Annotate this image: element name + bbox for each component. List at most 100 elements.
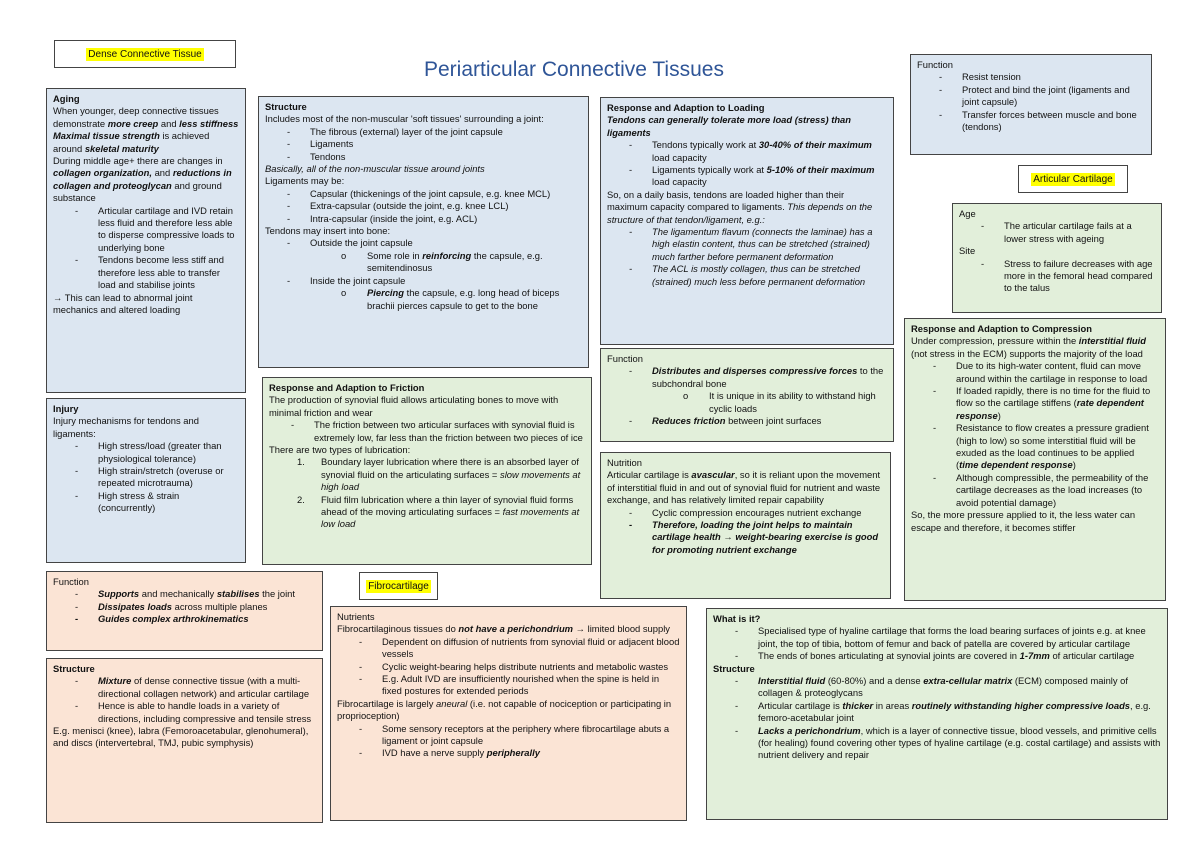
list-item: Lacks a perichondrium, which is a layer … bbox=[713, 725, 1161, 762]
list-item: High stress & strain (concurrently) bbox=[53, 490, 239, 515]
list-item: Transfer forces between muscle and bone … bbox=[917, 109, 1145, 134]
list-item: Ligaments bbox=[265, 138, 582, 151]
section-title: Nutrients bbox=[337, 611, 375, 622]
list-item: High strain/stretch (overuse or repeated… bbox=[53, 465, 239, 490]
section-title: Structure bbox=[713, 662, 755, 674]
paragraph: Tendons can generally tolerate more load… bbox=[607, 114, 851, 138]
section-title: Function bbox=[53, 576, 89, 587]
list-item: Specialised type of hyaline cartilage th… bbox=[713, 625, 1161, 650]
sub-list-item: Piercing the capsule, e.g. long head of … bbox=[265, 287, 582, 312]
list-item: Cyclic weight-bearing helps distribute n… bbox=[337, 661, 680, 674]
list-item: Dissipates loads across multiple planes bbox=[53, 601, 316, 614]
numbered-item: 1.Boundary layer lubrication where there… bbox=[297, 456, 581, 493]
list-item: Resist tension bbox=[917, 71, 1145, 84]
sub-list-item: Some role in reinforcing the capsule, e.… bbox=[265, 250, 582, 275]
paragraph: When younger, deep connective tissues de… bbox=[53, 105, 239, 129]
label-text: Dense Connective Tissue bbox=[86, 47, 204, 61]
list-item: Dependent on diffusion of nutrients from… bbox=[337, 636, 680, 661]
section-title: Structure bbox=[265, 101, 307, 112]
list-item: Due to its high-water content, fluid can… bbox=[911, 360, 1159, 385]
paragraph: Fibrocartilage is largely aneural (i.e. … bbox=[337, 697, 672, 722]
list-item: Extra-capsular (outside the joint, e.g. … bbox=[265, 200, 582, 213]
section-title: What is it? bbox=[713, 613, 761, 624]
page-title: Periarticular Connective Tissues bbox=[424, 58, 724, 81]
paragraph: Basically, all of the non-muscular tissu… bbox=[265, 163, 485, 175]
list-item: Intra-capsular (inside the joint, e.g. A… bbox=[265, 213, 582, 226]
list-item: Capsular (thickenings of the joint capsu… bbox=[265, 188, 582, 201]
paragraph: Under compression, pressure within the i… bbox=[911, 335, 1146, 359]
paragraph: → This can lead to abnormal joint mechan… bbox=[53, 291, 193, 315]
list-item: Stress to failure decreases with age mor… bbox=[959, 258, 1155, 295]
section-title: Response and Adaption to Friction bbox=[269, 382, 425, 393]
list-item: E.g. Adult IVD are insufficiently nouris… bbox=[337, 673, 680, 698]
list-item: Although compressible, the permeability … bbox=[911, 472, 1159, 509]
section-title: Function bbox=[607, 353, 643, 364]
paragraph: So, on a daily basis, tendons are loaded… bbox=[607, 188, 873, 225]
what-is-it-box: What is it? Specialised type of hyaline … bbox=[706, 608, 1168, 820]
paragraph: During middle age+ there are changes in … bbox=[53, 155, 232, 204]
numbered-item: 2.Fluid film lubrication where a thin la… bbox=[297, 493, 580, 530]
section-title: Response and Adaption to Compression bbox=[911, 323, 1092, 334]
list-item: Tendons typically work at 30-40% of thei… bbox=[607, 139, 887, 164]
list-item: Interstitial fluid (60-80%) and a dense … bbox=[713, 675, 1161, 700]
structure-dense-box: Structure Includes most of the non-muscu… bbox=[258, 96, 589, 368]
nutrients-box: Nutrients Fibrocartilaginous tissues do … bbox=[330, 606, 687, 821]
compression-box: Response and Adaption to Compression Und… bbox=[904, 318, 1166, 601]
paragraph: Tendons may insert into bone: bbox=[265, 225, 391, 237]
list-item: The ligamentum flavum (connects the lami… bbox=[607, 226, 887, 263]
section-title: Aging bbox=[53, 93, 80, 104]
aging-box: Aging When younger, deep connective tiss… bbox=[46, 88, 246, 393]
list-item: If loaded rapidly, there is no time for … bbox=[911, 385, 1159, 422]
list-item: Articular cartilage is thicker in areas … bbox=[713, 700, 1161, 725]
list-item: The ends of bones articulating at synovi… bbox=[713, 650, 1161, 663]
paragraph: Articular cartilage is avascular, so it … bbox=[607, 469, 881, 506]
list-item: Tendons become less stiff and therefore … bbox=[53, 254, 239, 291]
function-cartilage-box: Function Distributes and disperses compr… bbox=[600, 348, 894, 442]
list-item: Therefore, loading the joint helps to ma… bbox=[607, 519, 884, 556]
list-item: Distributes and disperses compressive fo… bbox=[607, 365, 887, 390]
list-item: IVD have a nerve supply peripherally bbox=[337, 747, 680, 760]
function-dense-box: Function Resist tension Protect and bind… bbox=[910, 54, 1152, 155]
paragraph: Includes most of the non-muscular 'soft … bbox=[265, 113, 544, 125]
paragraph: Fibrocartilaginous tissues do not have a… bbox=[337, 623, 670, 635]
paragraph: Maximal tissue strength is achieved arou… bbox=[53, 130, 210, 154]
list-item: Inside the joint capsule bbox=[265, 275, 582, 288]
paragraph: E.g. menisci (knee), labra (Femoroacetab… bbox=[53, 725, 309, 749]
age-site-box: Age The articular cartilage fails at a l… bbox=[952, 203, 1162, 313]
list-item: Hence is able to handle loads in a varie… bbox=[53, 700, 316, 725]
section-title: Site bbox=[959, 245, 976, 257]
section-title: Structure bbox=[53, 663, 95, 674]
list-item: Some sensory receptors at the periphery … bbox=[337, 723, 680, 748]
label-text: Articular Cartilage bbox=[1031, 172, 1115, 186]
list-item: Cyclic compression encourages nutrient e… bbox=[607, 507, 884, 520]
list-item: Reduces friction between joint surfaces bbox=[607, 415, 887, 428]
list-item: The friction between two articular surfa… bbox=[269, 419, 585, 444]
function-fibro-box: Function Supports and mechanically stabi… bbox=[46, 571, 323, 651]
label-text: Fibrocartilage bbox=[366, 579, 431, 593]
list-item: Ligaments typically work at 5-10% of the… bbox=[607, 164, 887, 189]
label-fibrocartilage: Fibrocartilage bbox=[359, 572, 438, 600]
list-item: Resistance to flow creates a pressure gr… bbox=[911, 422, 1159, 472]
section-title: Response and Adaption to Loading bbox=[607, 102, 765, 113]
label-dense-connective-tissue: Dense Connective Tissue bbox=[54, 40, 236, 68]
loading-box: Response and Adaption to Loading Tendons… bbox=[600, 97, 894, 345]
list-item: Supports and mechanically stabilises the… bbox=[53, 588, 316, 601]
paragraph: There are two types of lubrication: bbox=[269, 444, 411, 456]
section-title: Function bbox=[917, 59, 953, 70]
sub-list-item: It is unique in its ability to withstand… bbox=[607, 390, 887, 415]
paragraph: Ligaments may be: bbox=[265, 175, 345, 187]
list-item: Tendons bbox=[265, 151, 582, 164]
friction-box: Response and Adaption to Friction The pr… bbox=[262, 377, 592, 565]
paragraph: The production of synovial fluid allows … bbox=[269, 394, 559, 418]
list-item: Mixture of dense connective tissue (with… bbox=[53, 675, 316, 700]
list-item: Outside the joint capsule bbox=[265, 237, 582, 250]
section-title: Age bbox=[959, 208, 976, 219]
list-item: Guides complex arthrokinematics bbox=[53, 613, 316, 626]
nutrition-box: Nutrition Articular cartilage is avascul… bbox=[600, 452, 891, 599]
section-title: Injury bbox=[53, 403, 79, 414]
list-item: The ACL is mostly collagen, thus can be … bbox=[607, 263, 887, 288]
paragraph: So, the more pressure applied to it, the… bbox=[911, 509, 1136, 533]
paragraph: Injury mechanisms for tendons and ligame… bbox=[53, 415, 199, 439]
structure-fibro-box: Structure Mixture of dense connective ti… bbox=[46, 658, 323, 823]
section-title: Nutrition bbox=[607, 457, 642, 468]
